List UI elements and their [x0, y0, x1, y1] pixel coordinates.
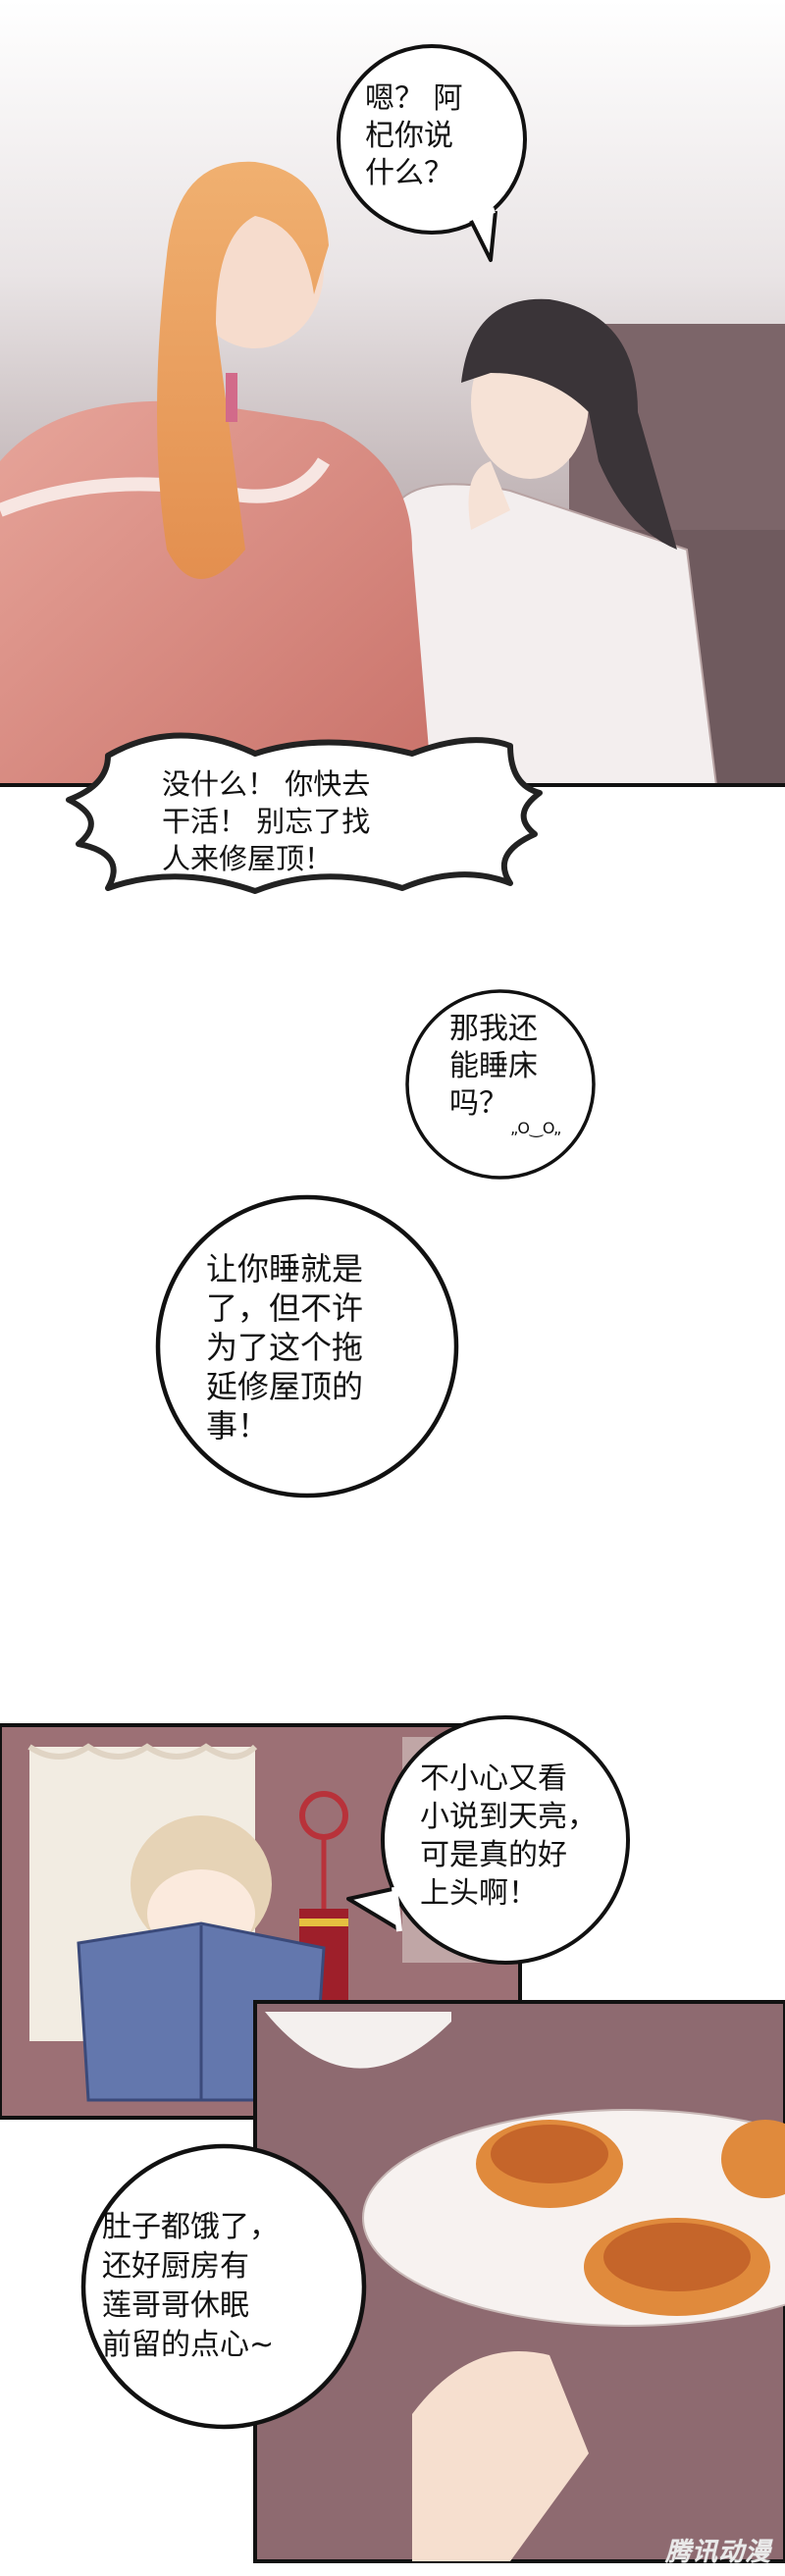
speech-bubble-3: [405, 989, 596, 1180]
speech-bubble-6: [80, 2143, 367, 2430]
watermark-logo: 腾讯动漫: [664, 2538, 771, 2567]
speech-bubble-4: [155, 1194, 459, 1498]
panel-3: [253, 2000, 785, 2563]
bubble-4-text: 让你睡就是 了，但不许 为了这个拖 延修屋顶的 事！: [206, 1250, 364, 1445]
dark-haired-character: [391, 298, 718, 786]
bubble-1-text: 嗯？ 阿 杞你说 什么？: [365, 81, 463, 190]
shout-bubble: [66, 732, 543, 894]
shout-bubble-text: 没什么！ 你快去 干活！ 别忘了找 人来修屋顶！: [162, 767, 371, 875]
speech-bubble-5: [346, 1715, 630, 1965]
orange-haired-character: [0, 161, 432, 785]
bubble-6-text: 肚子都饿了， 还好厨房有 莲哥哥休眠 前留的点心~: [102, 2210, 279, 2362]
bubble-3-emote: „O‿O„: [510, 1119, 562, 1137]
bubble-3-text: 那我还 能睡床 吗？: [449, 1012, 538, 1121]
bubble-5-text: 不小心又看 小说到天亮， 可是真的好 上头啊！: [420, 1761, 597, 1911]
plate-of-pastries: [362, 2109, 785, 2327]
speech-bubble-1: [337, 44, 527, 262]
